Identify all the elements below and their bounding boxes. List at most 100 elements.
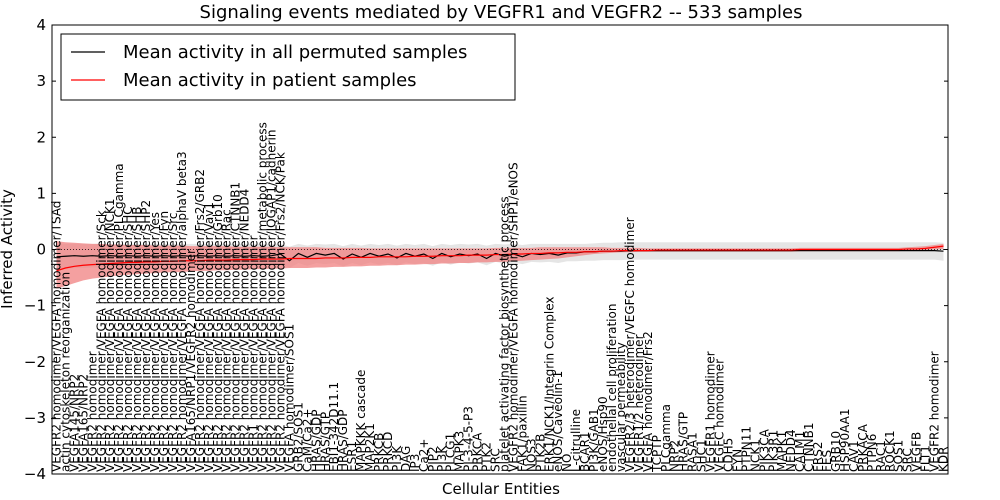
x-category-label: VEGFA165/NRP2 [76,374,90,472]
x-category-label: L-citrulline [569,409,583,472]
x-category-label: VEGFR2 homodimer/VEGFA homodimer/TSAd [49,201,63,472]
x-category-label: PI3K [390,445,404,472]
x-category-label: VEGFR1/2 heterodimer [632,334,646,472]
y-axis-label: Inferred Activity [0,189,16,309]
x-category-label: PRKCD [381,432,395,472]
x-category-label: PTK2 [480,442,494,472]
x-category-label: VEGFR2 homodimer/VEGFA homodimer/IQGAP1/… [265,129,279,472]
x-category-label: VEGFR2 homodimer/VEGFA homodimer/NCK1 [103,198,117,472]
x-category-label: VEGFR2 homodimer/VEGFA homodimer/Grb10 [211,194,225,472]
x-category-label: MAPK3 [453,431,467,472]
x-category-label: NOS3 [524,438,538,472]
x-category-label: HRAS/GDP [336,409,350,472]
x-category-label: HRAS/GTP [318,412,332,472]
x-category-label: PTPN6 [865,434,879,472]
x-category-label: VEGFR2 homodimer/VEGFA homodimer/metabol… [256,122,270,472]
x-category-label: PI3K/GAB1 [587,408,601,472]
x-category-label: SHC1 [695,439,709,472]
x-category-label: NRP2 [668,440,682,472]
x-category-label: CALM1 [793,431,807,472]
x-category-label: FAK1/paxillin [515,395,529,472]
y-tick-label: 1 [36,184,46,202]
x-category-label: PLCgamma [659,404,673,472]
x-category-label: VEGFR2 homodimer/VEGFA homodimer/SHC [121,206,135,472]
x-category-label: MAP2K1 [363,423,377,472]
x-category-label: VEGFR1 homodimer [704,351,718,472]
x-category-label: VEGFR2 homodimer/VEGFA homodimer/PLCgamm… [112,163,126,472]
x-category-label: PRKCB [372,433,386,472]
x-category-label: CTNNB1 [802,422,816,472]
x-category-label: VEGFR2 homodimer/VEGFA homodimer/Src [166,212,180,472]
x-category-label: BCAR1 [578,431,592,472]
x-category-label: VEGFR2 homodimer/VEGFA homodimer/Vav1 [202,202,216,472]
x-category-label: PLCG1 [444,433,458,472]
x-category-label: VEGFC homodimer [713,359,727,472]
x-category-label: VEGFR2 homodimer [928,351,942,472]
x-category-label: platelet activating factor biosynthetic … [497,196,511,472]
x-category-label: vascular permeability [614,342,628,472]
x-category-label: NEDD4 [784,429,798,472]
x-category-label: VEGFA165/NRP1/VEGFR2 homodimer [184,249,198,472]
x-category-label: TCPTP [650,435,664,473]
x-category-label: VEGFR2/3 heterodimer/VEGFC homodimer [623,217,637,472]
x-category-label: GRB10 [829,431,843,472]
x-category-label: IP3 [408,454,422,472]
x-category-label: VEGFR2 homodimer/VEGFA homodimer/Sck [94,210,108,472]
x-category-label: VEGFR2 homodimer/VEGFA homodimer/Fyn [157,211,171,472]
x-category-label: PRKCA [471,432,485,472]
x-category-label: eNOS/Caveolin-1 [551,371,565,472]
x-category-label: eNOS/Hsp90 [596,396,610,472]
x-category-label: PIK3R1 [766,430,780,472]
x-category-label: VEGFA145/NRP2 [67,374,81,472]
x-category-label: VEGFR2 homodimer [85,351,99,472]
x-category-label: FES [820,450,834,472]
chart-title: Signaling events mediated by VEGFR1 and … [200,2,803,23]
x-category-label: SRC [901,448,915,472]
y-tick-label: 3 [36,72,46,90]
x-category-label: PRKACA [856,423,870,472]
legend-label-patient: Mean activity in patient samples [123,70,417,91]
band-1 [56,241,944,289]
x-category-label: VEGFA homodimer/Frs2 [641,331,655,472]
x-category-label: Ca2+ [417,439,431,472]
legend-box [60,33,516,101]
x-axis-label: Cellular Entities [442,480,560,498]
x-category-label: PIK3CA [757,428,771,472]
x-category-label: CDH5 [721,438,735,472]
y-tick-label: 0 [36,241,46,259]
x-category-label: KDR [937,447,951,472]
x-category-label: MAPKKK cascade [354,370,368,472]
x-category-label: HRAS/GTP [677,412,691,472]
legend-label-permuted: Mean activity in all permuted samples [123,42,467,63]
x-category-label: SRC [489,448,503,472]
x-category-label: VEGFR2 homodimer/VEGFA homodimer/SHB [130,206,144,472]
x-category-label: actin cytoskeleton reorganization [58,272,72,472]
x-category-label: VEGFR1 homodimer/VEGFA homodimer [247,235,261,472]
x-category-label: HRAS/GDP [309,409,323,472]
y-tick-label: −1 [24,297,46,315]
x-category-label: PTK2B [533,434,547,472]
x-category-label: CaM/Ca2+ [300,408,314,472]
x-category-label: FRS2 [811,442,825,473]
x-category-label: GRB2/SOS1 [291,402,305,472]
x-category-label: VEGFR2 homodimer/VEGFA homodimer/alphaV … [175,151,189,472]
x-category-label: ESR1 [345,441,359,472]
y-tick-label: −3 [24,409,46,427]
x-category-label: ERK1/NCK1/Integrin Complex [542,296,556,472]
x-category-label: HSP90AA1 [838,408,852,472]
x-category-label: VEGFR2 homodimer/VEGFA homodimer/Frs2/GR… [193,169,207,472]
x-category-label: VEGFR2 homodimer/VEGFA homodimer/CTNNB1 [229,182,243,472]
y-tick-label: −2 [24,353,46,371]
x-category-label: CAV1 [847,440,861,472]
y-tick-label: −4 [24,465,46,483]
x-category-label: VEGFA homodimer/SOS1 [282,324,296,472]
x-category-label: VEGFB [910,432,924,472]
x-category-label: VEGFR2 homodimer/VEGFA homodimer/NEDD4 [238,189,252,472]
x-category-label: DAG [399,446,413,472]
series-line-1 [56,245,944,272]
x-category-label: VEGFR2 homodimer/VEGFA homodimer/Frs2/NC… [273,152,287,472]
x-category-label: PI-3-4-5-P3 [462,406,476,472]
x-category-label: PI3K [435,445,449,472]
